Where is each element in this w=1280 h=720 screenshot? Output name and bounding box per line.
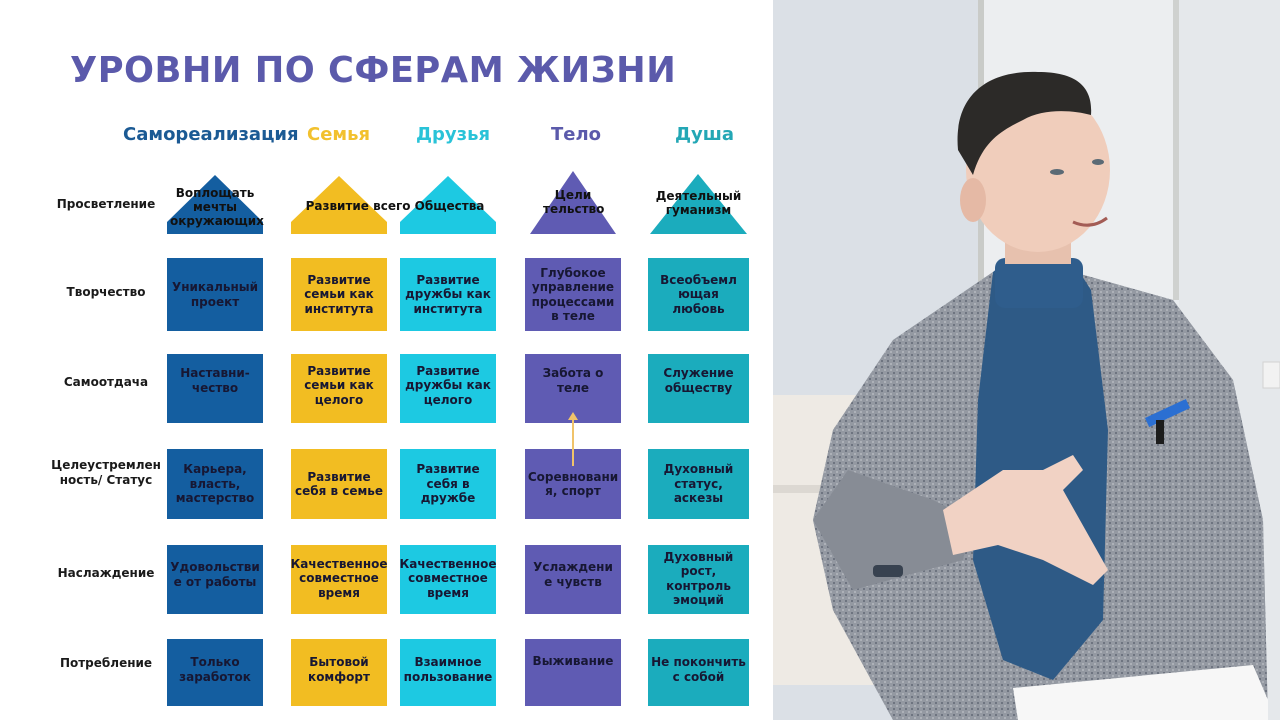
triangle-shape-icon <box>291 176 387 234</box>
triangle-family <box>291 176 387 234</box>
cell-consumption-self: Только заработок <box>167 639 263 706</box>
cell-status-friends: Развитие себя в дружбе <box>400 449 496 519</box>
cell-status-self: Карьера, власть, мастерство <box>167 449 263 519</box>
cell-consumption-body: Выживание <box>525 639 621 706</box>
cell-creativity-friends: Развитие дружбы как института <box>400 258 496 331</box>
slide: УРОВНИ ПО СФЕРАМ ЖИЗНИ Самореализация Се… <box>51 50 749 706</box>
cell-dedication-friends: Развитие дружбы как целого <box>400 354 496 423</box>
triangle-text: Деятельный гуманизм <box>655 189 742 217</box>
cell-dedication-family: Развитие семьи как целого <box>291 354 387 423</box>
cell-dedication-self: Наставни- чество <box>167 354 263 423</box>
cell-pleasure-self: Удовольстви е от работы <box>167 545 263 614</box>
row-label-creativity: Творчество <box>66 284 146 299</box>
triangle-shape-icon <box>167 175 263 234</box>
triangle-soul: Деятельный гуманизм <box>650 174 747 234</box>
triangle-text: Развитие всего Общества <box>305 199 485 213</box>
presenter-illustration <box>773 0 1280 720</box>
row-label-dedication: Самоотдача <box>63 374 149 389</box>
cell-dedication-body: Забота о теле <box>525 354 621 423</box>
cell-consumption-soul: Не покончить с собой <box>648 639 749 706</box>
triangle-self-realization: Воплощать мечты окружающих <box>167 175 264 234</box>
cell-creativity-body: Глубокое управление процессами в теле <box>525 258 621 331</box>
cell-pleasure-family: Качественное совместное время <box>290 545 388 614</box>
column-header-friends: Друзья <box>416 124 491 145</box>
cell-pleasure-friends: Качественное совместное время <box>399 545 497 614</box>
column-header-self-realization: Самореализация <box>123 124 299 145</box>
cell-pleasure-body: Услаждени е чувств <box>525 545 621 614</box>
row-label-enlightenment: Просветление <box>56 196 156 211</box>
triangle-shape-icon <box>650 174 747 234</box>
triangle-text: Цели тельство <box>543 187 605 216</box>
row-label-status: Целеустремлен ность/ Статус <box>51 458 161 487</box>
slide-title: УРОВНИ ПО СФЕРАМ ЖИЗНИ <box>70 50 677 91</box>
triangle-shared-text: Развитие всего Общества <box>300 196 490 216</box>
cell-status-family: Развитие себя в семье <box>291 449 387 519</box>
column-header-soul: Душа <box>675 124 735 145</box>
triangle-text: Воплощать мечты окружающих <box>170 185 264 228</box>
cell-dedication-soul: Служение обществу <box>648 354 749 423</box>
triangle-shape-icon <box>530 171 616 234</box>
cell-pleasure-soul: Духовный рост, контроль эмоций <box>648 545 749 614</box>
cell-creativity-self: Уникальный проект <box>167 258 263 331</box>
up-arrow-icon <box>568 412 578 466</box>
triangle-body: Цели тельство <box>530 171 616 234</box>
presenter-video <box>773 0 1280 720</box>
triangle-friends <box>400 176 496 234</box>
column-header-body: Тело <box>551 124 602 145</box>
cell-consumption-friends: Взаимное пользование <box>400 639 496 706</box>
cell-consumption-family: Бытовой комфорт <box>291 639 387 706</box>
cell-creativity-soul: Всеобъемл ющая любовь <box>648 258 749 331</box>
row-label-consumption: Потребление <box>59 655 153 670</box>
column-header-family: Семья <box>307 124 371 145</box>
cell-creativity-family: Развитие семьи как института <box>291 258 387 331</box>
row-label-pleasure: Наслаждение <box>57 565 155 580</box>
triangle-shape-icon <box>400 176 496 234</box>
cell-status-soul: Духовный статус, аскезы <box>648 449 749 519</box>
